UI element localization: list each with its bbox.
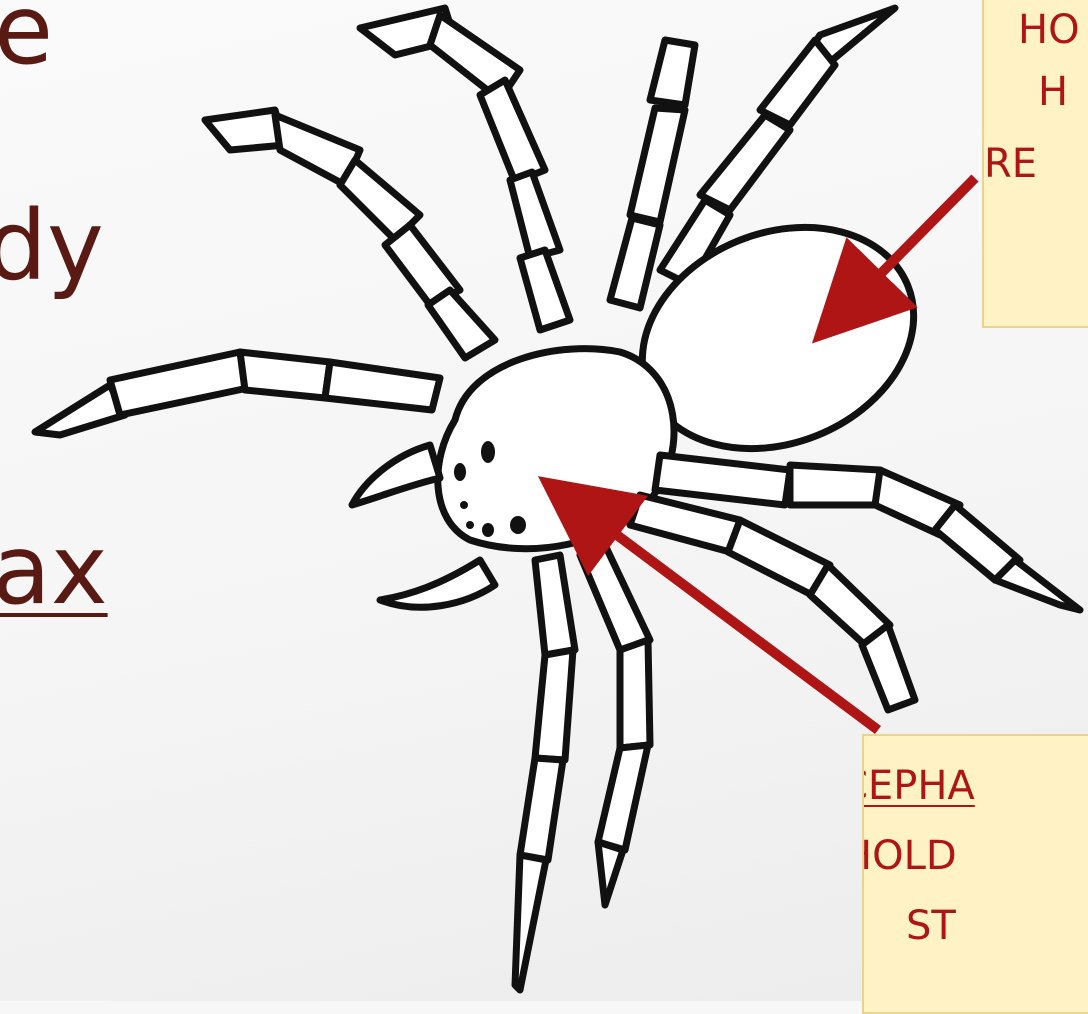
callout-abdomen-line-1: HO	[1018, 2, 1080, 58]
callout-abdomen-line-3: RE	[984, 136, 1037, 192]
spider-leg-lower-2	[580, 545, 650, 905]
spider-pedipalp-upper	[352, 445, 440, 505]
spider-pedipalp-lower	[380, 560, 495, 607]
callout-cephalothorax-line-2: HOLD	[862, 828, 957, 884]
spider-leg-lower-1	[515, 555, 575, 990]
callout-cephalothorax-line-3: ST	[906, 898, 956, 954]
callout-abdomen: HO H RE	[982, 0, 1088, 328]
spider-leg-upper-left	[360, 8, 570, 330]
spider-leg-left-horizontal	[35, 352, 440, 435]
callout-cephalothorax-line-1: CEPHA	[862, 758, 975, 814]
callout-abdomen-line-2: H	[1038, 64, 1068, 120]
callout-cephalothorax: CEPHA HOLD ST	[862, 734, 1088, 1014]
spider-leg-left-2	[205, 110, 495, 358]
spider-leg-right-2	[630, 495, 915, 710]
